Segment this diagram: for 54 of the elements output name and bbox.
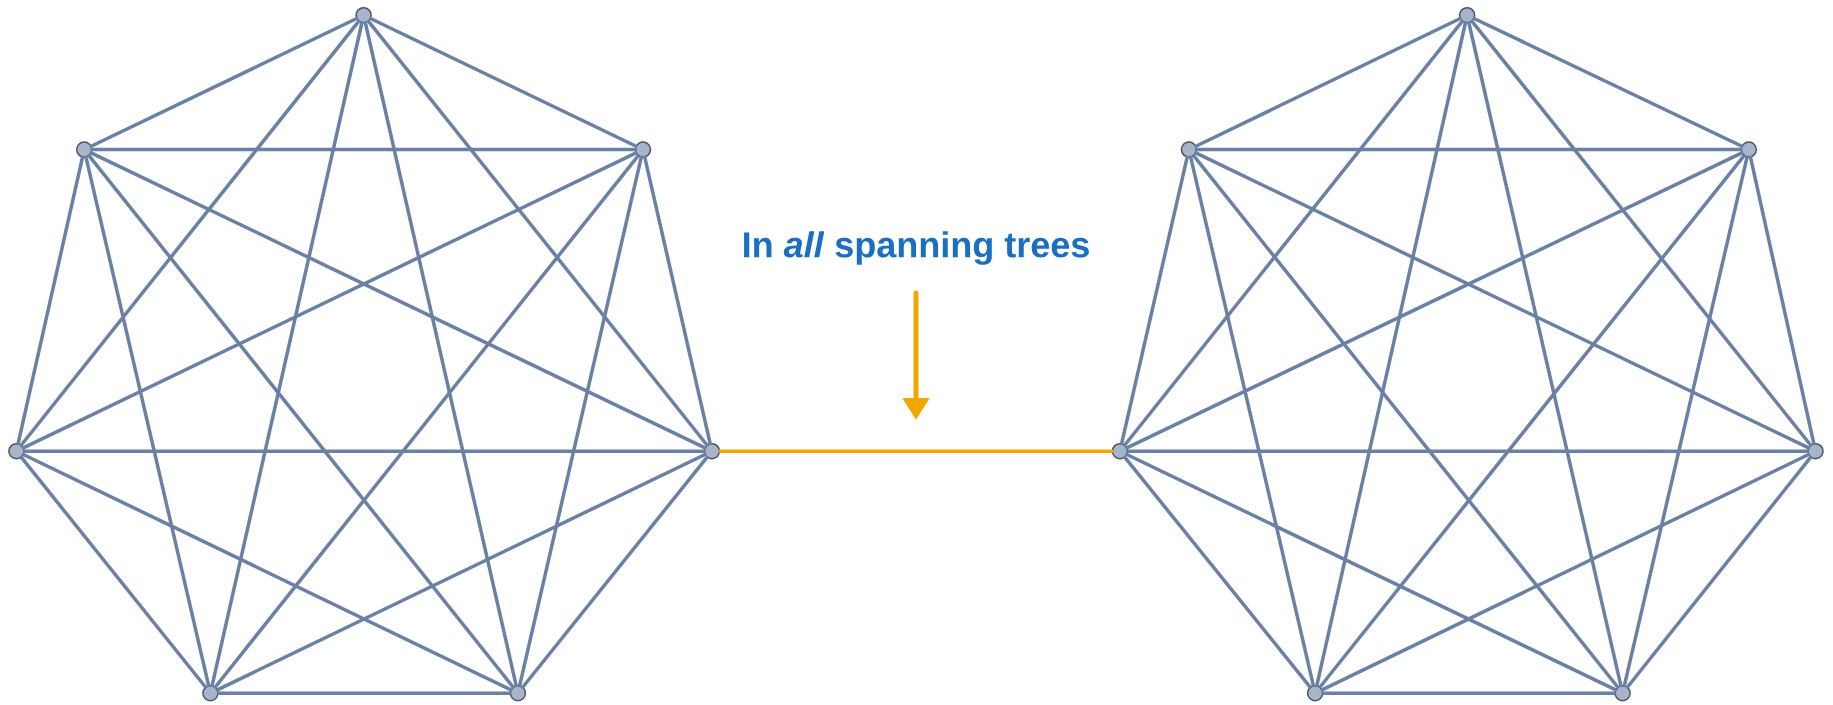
graph-edge: [1321, 691, 1617, 695]
graph-edge: [1120, 155, 1189, 445]
graph-edge: [89, 17, 358, 148]
graph-edge: [367, 19, 709, 447]
graph-edge: [22, 449, 706, 453]
graph-edge: [87, 154, 515, 689]
graph-edge: [216, 691, 512, 695]
graph-edge: [16, 155, 85, 445]
graph-vertex: [1807, 442, 1824, 460]
graph-edge: [1626, 455, 1813, 689]
graph-edge: [369, 17, 638, 148]
graph-edge: [1123, 19, 1464, 447]
graph-vertex: [355, 6, 372, 24]
graph-edge: [84, 155, 211, 687]
graph-edge: [1748, 155, 1816, 445]
graph-vertex: [1614, 684, 1631, 702]
annotation-text: In all spanning trees: [744, 231, 1089, 265]
graph-edge: [1194, 151, 1810, 450]
graph-vertex: [1458, 6, 1476, 24]
graph-edge: [22, 453, 513, 692]
graph-edge: [518, 155, 643, 687]
graph-edge: [718, 449, 1114, 453]
graph-edge: [1123, 455, 1312, 689]
graph-edge: [22, 151, 638, 450]
graph-edge: [363, 21, 518, 687]
graph-vertex: [8, 442, 25, 460]
graph-edge: [1192, 154, 1620, 689]
graph-vertex: [1306, 684, 1324, 702]
graph-edge: [210, 21, 364, 687]
graph-edge: [1472, 17, 1744, 148]
graph-edge: [1318, 154, 1746, 689]
graph-vertex: [509, 684, 527, 702]
graph-edge: [1194, 17, 1462, 148]
graph-edge: [1315, 21, 1468, 687]
graph-edge: [1622, 155, 1749, 687]
graph-edge: [19, 455, 207, 689]
graph-edge: [90, 147, 637, 152]
graph-edge: [216, 453, 707, 692]
graph-vertex: [634, 141, 652, 158]
graph-edge: [1125, 453, 1617, 692]
graph-edge: [1470, 19, 1813, 447]
graph-edge: [1189, 155, 1315, 687]
graph-edge: [521, 455, 709, 689]
graph-edge: [89, 151, 707, 450]
graph-vertex: [1180, 141, 1198, 158]
graph-edge: [643, 155, 712, 445]
graph-edge: [213, 154, 640, 689]
graph-edge: [1195, 147, 1743, 152]
graph-edge: [1126, 449, 1809, 453]
graph-edge: [1467, 21, 1623, 687]
graph-edge: [1125, 151, 1744, 450]
graph-edge: [1320, 453, 1810, 692]
graph-edge: [19, 19, 361, 447]
graph-vertex: [202, 684, 219, 702]
